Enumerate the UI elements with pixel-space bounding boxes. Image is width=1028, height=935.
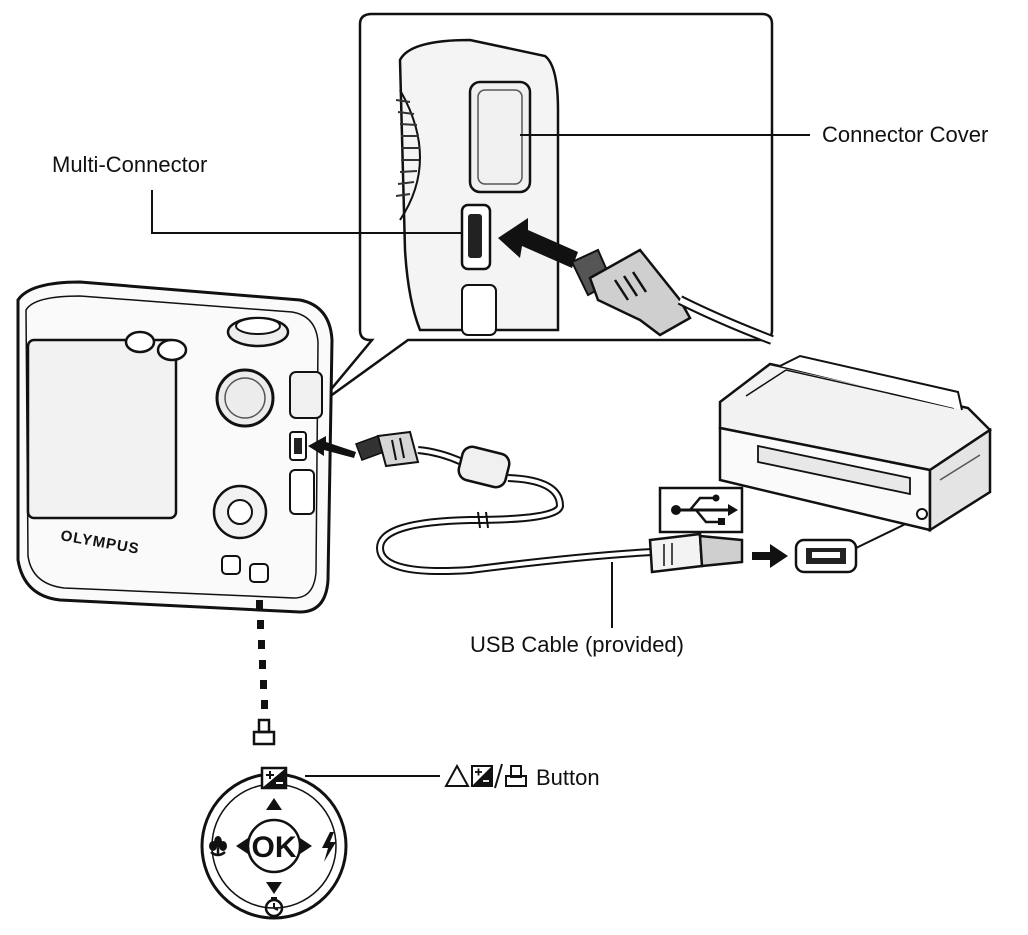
ok-button [246,818,302,874]
multi-connector-leader [151,190,462,234]
leader-lines [151,134,810,777]
lcd-screen [26,338,178,520]
camera-insert-arrow-icon [308,436,356,458]
top-button-right [156,338,188,362]
connector-cover-label: Connector Cover [822,122,988,147]
ok-button-label: OK [252,831,297,864]
dial-exposure-icon [260,766,288,790]
inset-cable-plug [570,248,774,345]
usb-symbol-icon [658,486,744,534]
connector-closeup-inset [317,12,774,407]
insert-arrow-icon [498,218,578,268]
dial-right-arrow-icon [300,838,312,854]
exposure-icon [471,765,493,787]
dial-up-arrow-icon [266,798,282,810]
flash-icon [322,832,336,862]
dial-down-arrow-icon [266,882,282,894]
usb-insert-arrow-icon [752,544,788,568]
arrow-pad-dial: OK [200,766,348,920]
dial-left-arrow-icon [236,838,248,854]
dotted-link [256,600,268,709]
dial-ridges [395,99,420,197]
print-icon [252,718,276,746]
button-label: Button [444,763,600,790]
multi-connector-label: Multi-Connector [52,152,207,177]
self-timer-icon [264,897,284,918]
button-label-text: Button [536,765,600,790]
top-button-left [124,330,156,354]
connector-cover [468,80,532,194]
camera-body: OLYMPUS [16,280,356,614]
usb-cable-label: USB Cable (provided) [470,632,684,657]
triangle-up-icon [444,763,470,787]
label-print-icon [505,765,527,787]
usb-cable [355,430,788,576]
ferrite-core [457,445,511,489]
macro-icon [209,836,227,857]
printer [718,354,992,533]
